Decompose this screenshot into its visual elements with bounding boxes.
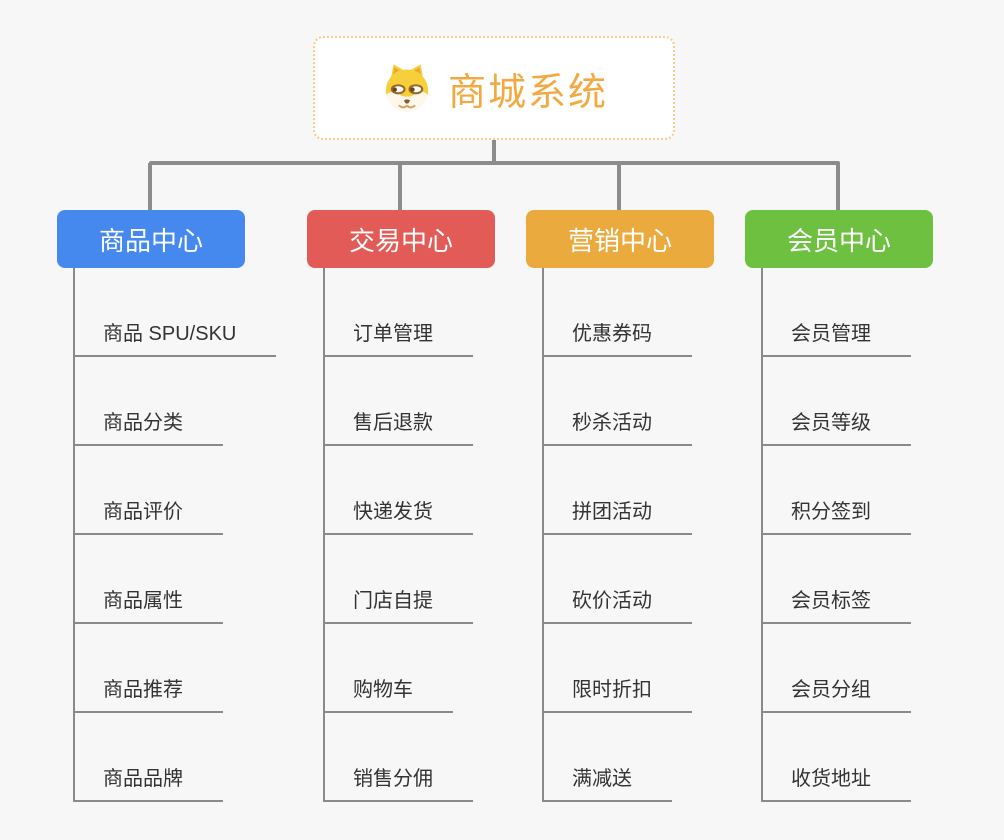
leaf-row: 快递发货 [323,446,473,535]
leaf-row: 会员标签 [761,535,911,624]
leaf-topic[interactable]: 会员标签 [761,584,911,624]
leaf-topic[interactable]: 会员分组 [761,673,911,713]
leaf-row: 积分签到 [761,446,911,535]
leaf-row: 满减送 [542,713,692,802]
leaf-row: 优惠券码 [542,268,692,357]
leaf-row: 拼团活动 [542,446,692,535]
branch-trunk-line [761,268,763,802]
leaf-topic[interactable]: 订单管理 [323,317,473,357]
leaf-topic[interactable]: 收货地址 [761,762,911,802]
branch-leaves: 订单管理售后退款快递发货门店自提购物车销售分佣 [323,268,473,802]
leaf-topic[interactable]: 商品评价 [73,495,223,535]
leaf-row: 销售分佣 [323,713,473,802]
leaf-topic[interactable]: 门店自提 [323,584,473,624]
connector-drop-1 [148,163,152,210]
branch-label: 营销中心 [567,225,672,256]
leaf-topic[interactable]: 商品属性 [73,584,223,624]
connector-drop-4 [836,163,840,210]
branch-label: 会员中心 [786,225,891,256]
branch-leaves: 会员管理会员等级积分签到会员标签会员分组收货地址 [761,268,911,802]
leaf-topic[interactable]: 会员管理 [761,317,911,357]
leaf-row: 商品品牌 [73,713,276,802]
branch-trunk-line [73,268,75,802]
leaf-row: 商品推荐 [73,624,276,713]
branch-leaves: 优惠券码秒杀活动拼团活动砍价活动限时折扣满减送 [542,268,692,802]
leaf-row: 订单管理 [323,268,473,357]
leaf-row: 会员分组 [761,624,911,713]
branch-trunk-line [323,268,325,802]
connector-horizontal-bar [149,161,840,165]
leaf-topic[interactable]: 砍价活动 [542,584,692,624]
branch-label: 交易中心 [348,225,453,256]
leaf-row: 售后退款 [323,357,473,446]
leaf-topic[interactable]: 积分签到 [761,495,911,535]
leaf-row: 商品分类 [73,357,276,446]
leaf-row: 商品 SPU/SKU [73,268,277,357]
leaf-topic[interactable]: 满减送 [542,762,672,802]
branch-header-3[interactable]: 营销中心 [526,210,714,268]
branch-header-4[interactable]: 会员中心 [745,210,933,268]
leaf-topic[interactable]: 商品分类 [73,406,223,446]
branch-header-2[interactable]: 交易中心 [307,210,495,268]
leaf-row: 收货地址 [761,713,911,802]
connector-drop-3 [617,163,621,210]
connector-root-stub [492,139,496,163]
leaf-row: 砍价活动 [542,535,692,624]
leaf-topic[interactable]: 售后退款 [323,406,473,446]
leaf-row: 会员管理 [761,268,911,357]
leaf-topic[interactable]: 秒杀活动 [542,406,692,446]
leaf-topic[interactable]: 限时折扣 [542,673,692,713]
dog-face-icon [385,64,429,112]
leaf-row: 限时折扣 [542,624,692,713]
branch-label: 商品中心 [98,225,203,256]
leaf-topic[interactable]: 商品推荐 [73,673,223,713]
leaf-topic[interactable]: 拼团活动 [542,495,692,535]
leaf-row: 商品评价 [73,446,276,535]
root-node[interactable]: 商城系统 [313,36,675,140]
leaf-topic[interactable]: 商品 SPU/SKU [73,317,277,357]
leaf-topic[interactable]: 销售分佣 [323,762,473,802]
leaf-row: 秒杀活动 [542,357,692,446]
leaf-topic[interactable]: 快递发货 [323,495,473,535]
leaf-topic[interactable]: 购物车 [323,673,453,713]
leaf-topic[interactable]: 商品品牌 [73,762,223,802]
connector-drop-2 [398,163,402,210]
branch-leaves: 商品 SPU/SKU 商品分类商品评价商品属性商品推荐商品品牌 [73,268,277,802]
root-title: 商城系统 [447,71,608,114]
branch-trunk-line [542,268,544,802]
leaf-row: 门店自提 [323,535,473,624]
branch-header-1[interactable]: 商品中心 [57,210,245,268]
leaf-topic[interactable]: 会员等级 [761,406,911,446]
leaf-row: 购物车 [323,624,473,713]
leaf-row: 会员等级 [761,357,911,446]
leaf-row: 商品属性 [73,535,276,624]
leaf-topic[interactable]: 优惠券码 [542,317,692,357]
